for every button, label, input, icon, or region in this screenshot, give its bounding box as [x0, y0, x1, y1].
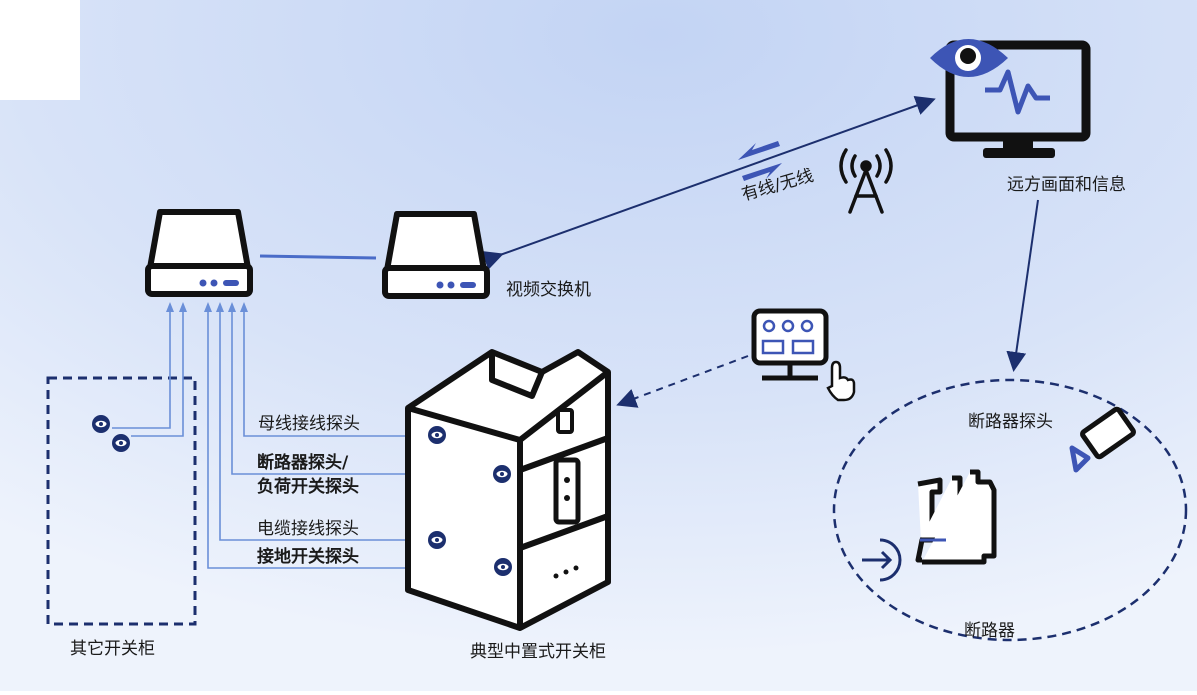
switch-box-left: [145, 209, 253, 297]
label-cable-probe: 电缆接线探头: [257, 519, 359, 539]
label-breaker-probe-1: 断路器探头/: [257, 453, 349, 473]
eye-probe-icon: [428, 531, 446, 549]
label-other-cabinet: 其它开关柜: [70, 639, 155, 659]
eye-probe-icon: [112, 434, 130, 452]
eye-probe-icon: [494, 558, 512, 576]
link-monitor-breaker: [1006, 199, 1039, 372]
probe-arrowheads: [166, 302, 248, 312]
label-breaker-probe-2: 负荷开关探头: [257, 477, 359, 497]
eye-probe-icon: [428, 426, 446, 444]
label-breaker-probe-right: 断路器探头: [968, 412, 1053, 432]
camera-icon: [1069, 406, 1136, 473]
label-breaker: 断路器: [964, 621, 1015, 641]
link-panel-cabinet: [616, 355, 749, 408]
control-panel-touch-icon: [751, 308, 856, 402]
label-typical-cabinet: 典型中置式开关柜: [470, 642, 606, 662]
link-left-switch: [259, 254, 377, 260]
monitor-eye-icon: [930, 39, 1091, 158]
breaker-device-icon: [915, 469, 997, 565]
label-video-switch: 视频交换机: [506, 280, 591, 300]
label-remote: 远方画面和信息: [1007, 175, 1126, 195]
bidirectional-arrows-icon: [738, 141, 782, 181]
eye-probe-icon: [92, 415, 110, 433]
other-cabinet-outline: [46, 376, 197, 626]
video-switch-box: [382, 211, 490, 299]
label-ground-probe: 接地开关探头: [257, 547, 359, 567]
typical-cabinet: [405, 349, 611, 631]
breaker-zone-outline: [832, 378, 1188, 642]
entry-arrow-icon: [862, 538, 902, 582]
label-busbar-probe: 母线接线探头: [258, 414, 360, 434]
link-switch-monitor: [481, 95, 936, 270]
eye-probe-icon: [493, 465, 511, 483]
antenna-tower-icon: [839, 148, 893, 214]
